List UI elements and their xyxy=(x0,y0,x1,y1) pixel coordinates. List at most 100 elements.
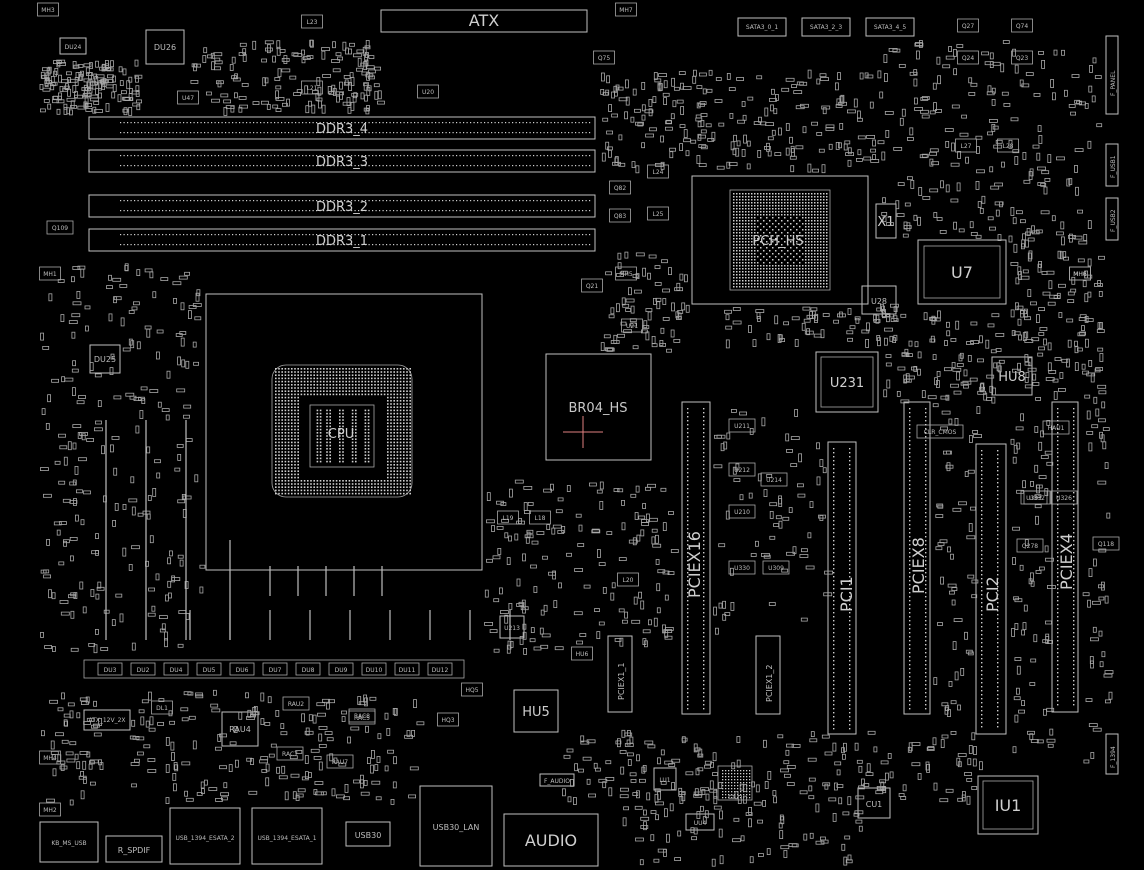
sata-connector-2-3[interactable]: SATA3_2_3 xyxy=(801,17,851,37)
chip-cu1[interactable]: CU1 xyxy=(857,787,891,819)
rear-io-usb30-lan[interactable]: USB30_LAN xyxy=(419,785,493,867)
cpu-socket[interactable]: CPU xyxy=(205,293,483,571)
front-audio-header[interactable]: F_AUDIO xyxy=(539,773,575,787)
component-outline[interactable] xyxy=(1069,266,1091,281)
vrm-mosfet[interactable] xyxy=(427,662,453,676)
chip-u28[interactable]: U28 xyxy=(861,285,897,315)
vrm-mosfet[interactable] xyxy=(130,662,156,676)
component-outline[interactable] xyxy=(326,754,354,769)
component-outline[interactable] xyxy=(615,2,637,17)
chip-iu1[interactable]: IU1 xyxy=(977,775,1039,835)
vrm-mosfet[interactable] xyxy=(394,662,420,676)
vrm-mosfet[interactable] xyxy=(97,662,123,676)
component-outline[interactable] xyxy=(728,418,756,433)
rear-io-kb-ms-usb[interactable]: KB_MS_USB xyxy=(39,821,99,863)
component-outline[interactable] xyxy=(581,278,603,293)
component-outline[interactable] xyxy=(916,424,964,439)
chip-hu5[interactable]: HU5 xyxy=(513,689,559,733)
component-outline[interactable] xyxy=(647,164,669,179)
component-outline[interactable] xyxy=(593,50,615,65)
pci-1-slot[interactable]: PCI1 xyxy=(827,441,857,735)
component-outline[interactable] xyxy=(957,18,979,33)
pcie-x16-slot[interactable]: PCIEX16 xyxy=(681,401,711,715)
pci-2-slot[interactable]: PCI2 xyxy=(975,443,1007,735)
front-panel-header[interactable]: F_PANEL xyxy=(1105,35,1119,115)
pcie-x4-slot[interactable]: PCIEX4 xyxy=(1051,401,1079,713)
component-outline[interactable] xyxy=(1042,420,1070,435)
sata-connector-0-1[interactable]: SATA3_0_1 xyxy=(737,17,787,37)
vrm-mosfet[interactable] xyxy=(163,662,189,676)
component-outline[interactable] xyxy=(417,84,439,99)
component-outline[interactable] xyxy=(301,80,323,95)
front-usb-header-2[interactable]: F_USB2 xyxy=(1105,197,1119,241)
component-outline[interactable] xyxy=(957,50,979,65)
ddr-slot-1[interactable]: DDR3_1 xyxy=(88,228,596,252)
rear-io-spdif[interactable]: R_SPDIF xyxy=(105,835,163,863)
vrm-mosfet[interactable] xyxy=(196,662,222,676)
cpu-pin xyxy=(275,476,277,479)
component-outline[interactable] xyxy=(647,206,669,221)
front-usb-header-1[interactable]: F_USB1 xyxy=(1105,143,1119,187)
ddr-slot-4[interactable]: DDR3_4 xyxy=(88,116,596,140)
component-outline[interactable] xyxy=(762,560,790,575)
component-outline[interactable] xyxy=(1016,538,1044,553)
component-outline[interactable] xyxy=(151,700,173,715)
atx-connector[interactable]: ATX xyxy=(380,9,588,33)
chip-u231[interactable]: U231 xyxy=(815,351,879,413)
component-outline[interactable] xyxy=(282,696,310,711)
component-outline[interactable] xyxy=(39,266,61,281)
component-outline[interactable] xyxy=(348,710,376,725)
rear-io-usb-1394-esata-2[interactable]: USB_1394_ESATA_2 xyxy=(169,807,241,865)
vrm-mosfet[interactable] xyxy=(262,662,288,676)
chip-du24[interactable]: DU24 xyxy=(59,37,87,55)
component-outline[interactable] xyxy=(461,682,483,697)
chip-du25[interactable]: DU25 xyxy=(89,344,121,374)
component-outline[interactable] xyxy=(529,510,551,525)
atx-12v-connector[interactable]: ATX_12V_2X xyxy=(83,709,131,731)
pcie-x1-slot-1[interactable]: PCIEX1_1 xyxy=(607,635,633,713)
sata-connector-4-5[interactable]: SATA3_4_5 xyxy=(865,17,915,37)
ddr-slot-3[interactable]: DDR3_3 xyxy=(88,149,596,173)
component-outline[interactable] xyxy=(617,572,639,587)
pcie-x1-slot-2[interactable]: PCIEX1_2 xyxy=(755,635,781,715)
ddr-slot-2[interactable]: DDR3_2 xyxy=(88,194,596,218)
component-outline[interactable] xyxy=(571,646,593,661)
component-outline[interactable] xyxy=(1050,490,1078,505)
component-outline[interactable] xyxy=(301,14,323,29)
front-1394-header[interactable]: F_1394 xyxy=(1105,733,1119,775)
chip-u7[interactable]: U7 xyxy=(917,239,1007,305)
component-outline[interactable] xyxy=(1020,490,1048,505)
chip-hu8[interactable]: HU8 xyxy=(991,356,1033,396)
component-outline[interactable] xyxy=(1011,50,1033,65)
crystal-x1[interactable]: X1 xyxy=(875,203,897,239)
vrm-mosfet[interactable] xyxy=(295,662,321,676)
bga-ball xyxy=(736,286,738,288)
component-outline[interactable] xyxy=(39,802,61,817)
chip-lu1[interactable]: LU1 xyxy=(653,767,677,791)
component-outline[interactable] xyxy=(177,90,199,105)
vrm-mosfet[interactable] xyxy=(361,662,387,676)
component-outline[interactable] xyxy=(728,462,756,477)
pcie-x8-slot[interactable]: PCIEX8 xyxy=(903,401,931,715)
component-outline[interactable] xyxy=(37,2,59,17)
component-outline[interactable] xyxy=(1011,18,1033,33)
vrm-mosfet[interactable] xyxy=(328,662,354,676)
rear-io-audio[interactable]: AUDIO xyxy=(503,813,599,867)
component-outline[interactable] xyxy=(437,712,459,727)
component-outline[interactable] xyxy=(276,746,304,761)
component-outline[interactable] xyxy=(609,208,631,223)
component-outline[interactable] xyxy=(609,180,631,195)
br04-heatsink[interactable]: BR04_HS xyxy=(545,353,652,461)
component-outline[interactable] xyxy=(497,510,519,525)
cpu-pin xyxy=(281,441,283,444)
vrm-mosfet[interactable] xyxy=(229,662,255,676)
pch-heatsink[interactable]: PCH_HS xyxy=(691,175,869,305)
component-outline[interactable] xyxy=(728,560,756,575)
rear-io-usb30[interactable]: USB30 xyxy=(345,821,391,847)
bga-ball xyxy=(745,265,747,267)
chip-u213[interactable]: U213 xyxy=(499,615,525,639)
chip-du26[interactable]: DU26 xyxy=(145,29,185,65)
rear-io-usb-1394-esata-1[interactable]: USB_1394_ESATA_1 xyxy=(251,807,323,865)
component-outline[interactable] xyxy=(46,220,74,235)
component-outline[interactable] xyxy=(955,138,977,153)
